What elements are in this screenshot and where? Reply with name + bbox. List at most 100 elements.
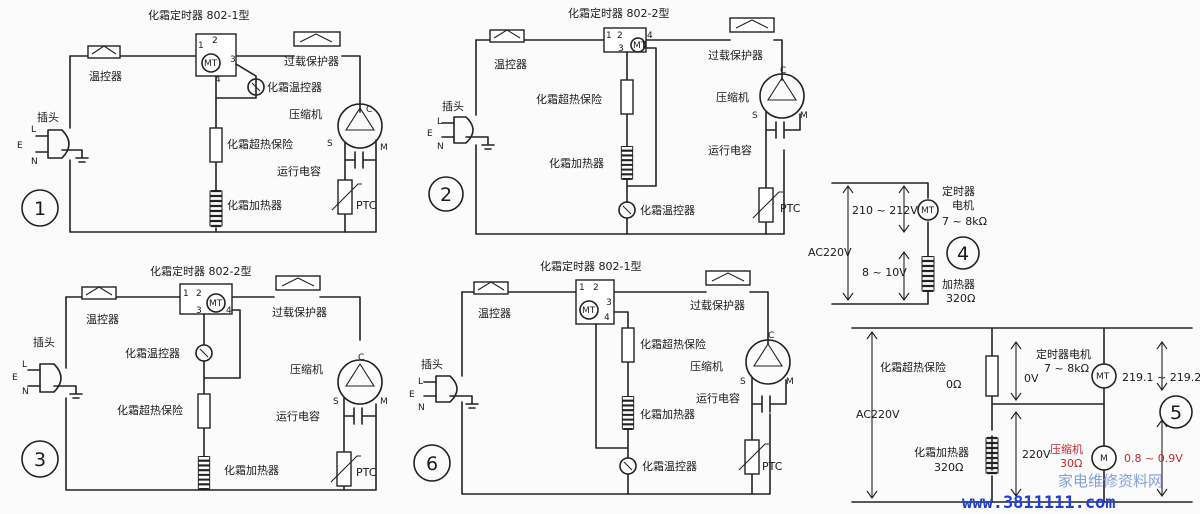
overload-label: 过载保护器 [690, 298, 745, 312]
defrost-thermostat-label: 化霜温控器 [267, 80, 322, 94]
svg-text:4: 4 [647, 31, 653, 41]
svg-text:M: M [800, 111, 808, 121]
svg-text:2: 2 [593, 283, 599, 293]
overload-protector [729, 17, 775, 33]
svg-text:MT: MT [1096, 372, 1110, 382]
svg-text:E: E [17, 141, 23, 151]
svg-text:6: 6 [426, 453, 438, 475]
svg-text:3: 3 [618, 44, 624, 54]
svg-text:S: S [752, 111, 758, 121]
compressor-motor [337, 359, 383, 405]
timer-motor-icon [917, 199, 939, 221]
fuse-voltage: 0V [1024, 372, 1039, 385]
circuit-number-badge [413, 444, 451, 482]
timer-title: 化霜定时器 802-1型 [540, 259, 641, 273]
heater-coil [197, 456, 211, 490]
compressor-label: 压缩机 [716, 90, 749, 104]
plug-label: 插头 [442, 99, 464, 113]
plug-icon [423, 375, 479, 409]
fuse-label: 化霜超热保险 [536, 92, 602, 106]
circuit-6: 化霜定时器 802-1型 温控器 过载保护器 MT 1 2 3 4 化霜超热保险… [409, 259, 794, 495]
svg-text:E: E [409, 390, 415, 400]
svg-text:5: 5 [1170, 402, 1182, 424]
svg-text:1: 1 [606, 31, 612, 41]
heater-label: 化霜加热器 [224, 463, 279, 477]
motor-label-1: 定时器 [942, 184, 975, 198]
circuit-3: 化霜定时器 802-2型 温控器 过载保护器 MT 1 2 3 4 化霜温控器 … [12, 264, 388, 491]
plug-icon [441, 116, 495, 150]
circuit-4: MT 定时器 电机 7 ~ 8kΩ 210 ~ 212V AC220V 8 ~ … [808, 182, 987, 305]
heater-resistance: 320Ω [934, 461, 963, 474]
capacitor-label: 运行电容 [696, 391, 740, 405]
svg-text:MT: MT [582, 306, 596, 316]
svg-text:3: 3 [606, 298, 612, 308]
heater-label: 化霜加热器 [227, 198, 282, 212]
defrost-thermostat-label: 化霜温控器 [642, 459, 697, 473]
heater-coil [921, 256, 935, 292]
svg-text:MT: MT [633, 41, 647, 51]
circuit-5: MT M 化霜超热保险 0Ω 0V 定时器电机 7 ~ 8kΩ 219.1 ~ … [851, 327, 1200, 503]
svg-text:N: N [31, 157, 38, 167]
svg-text:2: 2 [617, 31, 623, 41]
thermostat-switch [489, 29, 525, 43]
svg-text:E: E [12, 373, 18, 383]
svg-text:4: 4 [226, 306, 232, 316]
watermark-url: www.3811111.com [962, 493, 1116, 513]
ptc-thermistor [752, 187, 783, 223]
compressor-resistance: 30Ω [1060, 457, 1082, 470]
overload-protector [293, 31, 341, 47]
timer-motor-resistance: 7 ~ 8kΩ [1044, 362, 1089, 375]
ptc-label: PTC [356, 466, 377, 479]
defrost-thermostat-label: 化霜温控器 [125, 346, 180, 360]
heater-coil [209, 190, 223, 228]
compressor-motor [745, 339, 791, 385]
overload-protector [705, 270, 751, 286]
ptc-thermistor [330, 451, 361, 487]
capacitor-label: 运行电容 [277, 164, 321, 178]
svg-text:E: E [427, 129, 433, 139]
defrost-thermostat-icon [618, 201, 636, 219]
thermostat-switch [81, 286, 117, 300]
svg-text:2: 2 [196, 289, 202, 299]
defrost-thermostat-icon [195, 344, 213, 362]
compressor-motor [337, 103, 383, 149]
timer-title: 化霜定时器 802-2型 [568, 6, 669, 20]
svg-text:MT: MT [921, 206, 935, 216]
heater-label: 化霜加热器 [914, 445, 969, 459]
heater-label: 化霜加热器 [549, 156, 604, 170]
timer-motor-voltage: 219.1 ~ 219.2V [1122, 371, 1200, 384]
watermark: 家电维修资料网 www.3811111.com [962, 472, 1163, 513]
thermostat-switch [473, 281, 509, 295]
circuit-1: 化霜定时器 802-1型 温控器 过载保护器 MT 1 2 3 4 化霜温控器 … [17, 8, 388, 233]
svg-text:M: M [786, 377, 794, 387]
heater-voltage: 8 ~ 10V [862, 266, 907, 279]
defrost-thermostat-label: 化霜温控器 [640, 203, 695, 217]
timer-motor-label: 定时器电机 [1036, 347, 1091, 361]
defrost-timer: MT 1 2 3 4 [179, 283, 233, 316]
fuse-label: 化霜超热保险 [227, 137, 293, 151]
capacitor-label: 运行电容 [276, 409, 320, 423]
plug-label: 插头 [37, 110, 59, 124]
svg-text:N: N [437, 142, 444, 152]
ac-label: AC220V [808, 246, 852, 259]
svg-text:2: 2 [212, 36, 218, 46]
svg-text:N: N [418, 403, 425, 413]
svg-text:M: M [380, 397, 388, 407]
fuse [197, 393, 211, 429]
svg-text:4: 4 [604, 313, 610, 323]
thermostat-switch [87, 45, 121, 59]
svg-text:C: C [366, 105, 372, 115]
ptc-label: PTC [762, 460, 783, 473]
thermostat-label: 温控器 [89, 69, 122, 83]
svg-text:S: S [327, 139, 333, 149]
svg-text:L: L [437, 117, 442, 127]
compressor-motor [759, 73, 805, 119]
ptc-thermistor [738, 439, 769, 475]
svg-text:1: 1 [579, 283, 585, 293]
overload-label: 过载保护器 [272, 305, 327, 319]
svg-text:4: 4 [215, 75, 221, 85]
svg-text:C: C [358, 353, 364, 363]
fuse-resistance: 0Ω [946, 378, 961, 391]
plug-label: 插头 [33, 335, 55, 349]
ptc-label: PTC [780, 202, 801, 215]
